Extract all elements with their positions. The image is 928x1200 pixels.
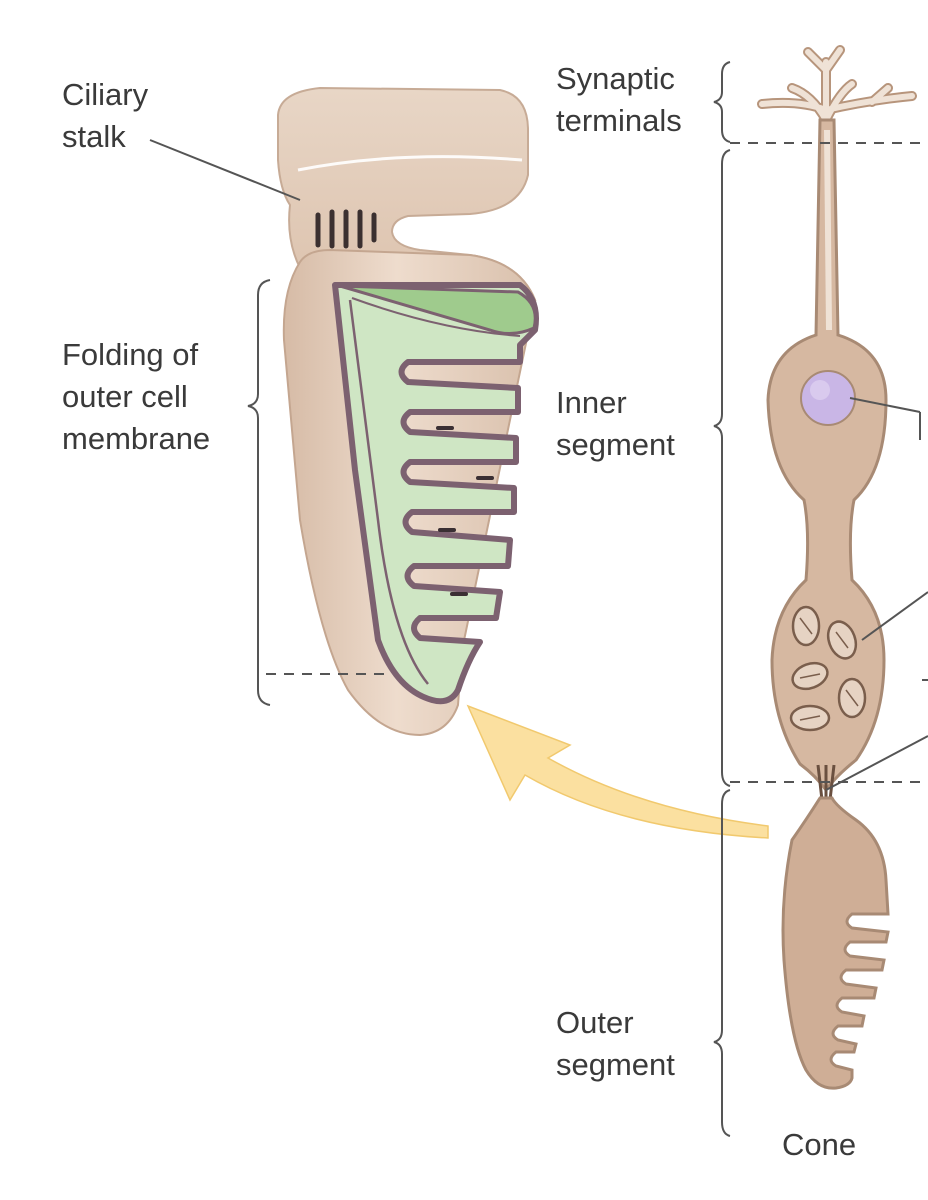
folding-line-3: membrane: [62, 421, 211, 456]
cone-caption: Cone: [782, 1127, 857, 1162]
ciliary-stalk-label: Ciliary stalk: [62, 74, 148, 158]
right-annotations: [713, 61, 928, 1137]
folding-label: Folding of outer cell membrane: [62, 334, 210, 460]
membrane-inner-line: [348, 299, 429, 685]
outer-segment-label: Outer segment: [556, 1002, 675, 1086]
synaptic-bracket: [713, 61, 731, 143]
inner-segment-line-1: Inner: [556, 385, 627, 420]
mitochondria-leader: [861, 591, 928, 641]
cilium-leader: [825, 735, 928, 791]
nucleus: [800, 370, 856, 426]
inner-segment-bracket: [713, 149, 731, 787]
membrane-folds: [332, 282, 539, 705]
synaptic-terminals-label: Synaptic terminals: [556, 58, 682, 142]
ciliary-stalk-leader: [149, 139, 301, 201]
inner-segment-label: Inner segment: [556, 382, 675, 466]
ciliary-stalk-marks: [315, 209, 377, 249]
fold-marks: [436, 426, 494, 596]
cone-outer-segment: [781, 796, 890, 1090]
inner-segment-cap: [277, 86, 537, 302]
synaptic-line-1: Synaptic: [556, 61, 675, 96]
cone-cell: [757, 45, 917, 1090]
membrane-cross-line: [351, 297, 521, 337]
inner-segment-line-2: segment: [556, 427, 675, 462]
axon-highlight: [824, 129, 832, 331]
outer-segment-line-1: Outer: [556, 1005, 634, 1040]
cap-highlight: [297, 155, 523, 172]
magnify-arrow: [466, 704, 769, 839]
outer-segment-bracket: [713, 789, 731, 1137]
ciliary-stalk-line-1: Ciliary: [62, 77, 149, 112]
synaptic-line-2: terminals: [556, 103, 682, 138]
nucleus-leader: [849, 397, 921, 413]
enlarged-outer-segment: [277, 86, 539, 737]
folding-line-1: Folding of: [62, 337, 199, 372]
membrane-top-fold: [339, 284, 537, 335]
outer-segment-line-2: segment: [556, 1047, 675, 1082]
folding-bracket: [247, 279, 271, 706]
folding-line-2: outer cell: [62, 379, 188, 414]
left-annotations: [149, 139, 392, 706]
ciliary-stalk-line-2: stalk: [62, 119, 126, 154]
